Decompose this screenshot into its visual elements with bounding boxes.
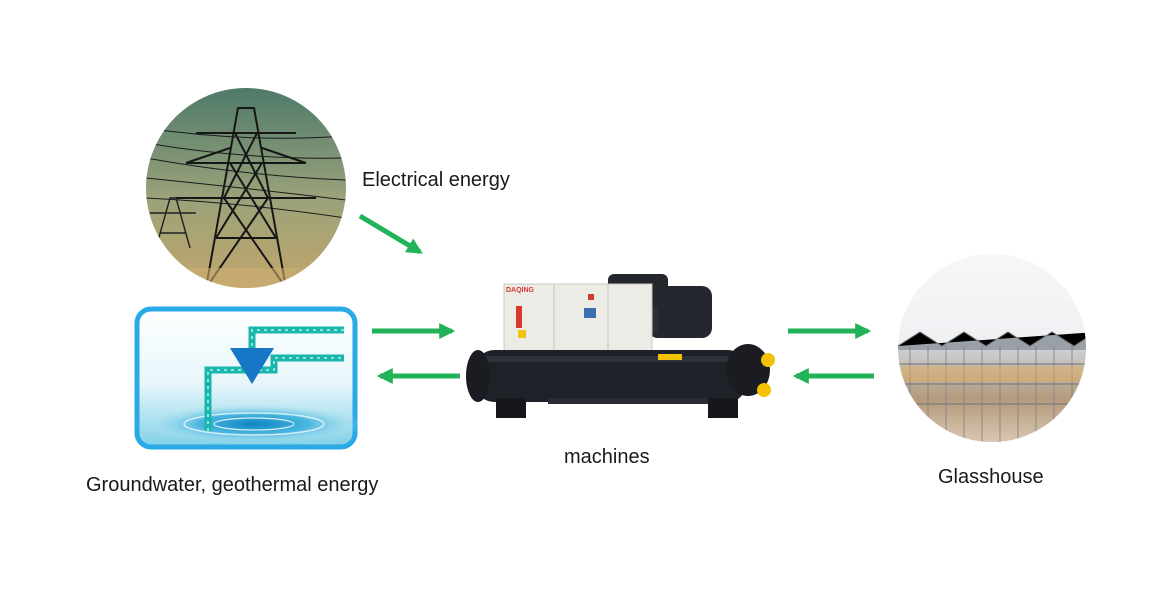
glasshouse-image [898, 254, 1086, 442]
electrical-energy-label: Electrical energy [362, 169, 510, 191]
glasshouse-label: Glasshouse [938, 466, 1044, 488]
arrow-electricity-to-machine [358, 213, 423, 255]
machines-label: machines [564, 446, 650, 468]
machine-brand-label: DAQING [506, 287, 534, 294]
machine-image: DAQING [458, 266, 788, 436]
power-pylon-image [146, 88, 346, 288]
groundwater-image [134, 306, 358, 450]
groundwater-label: Groundwater, geothermal energy [86, 474, 379, 496]
